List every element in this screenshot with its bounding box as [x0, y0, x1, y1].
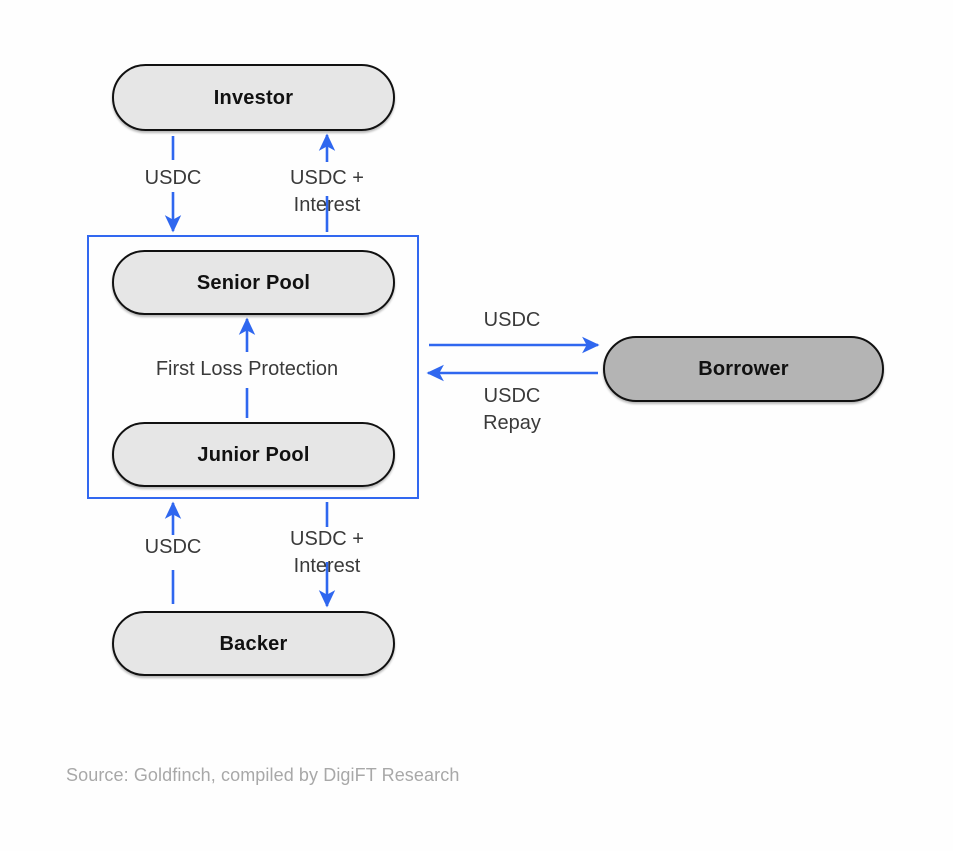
- node-backer-label: Backer: [219, 632, 288, 655]
- edge-label-backer-deposit: USDC: [144, 536, 202, 558]
- node-borrower-label: Borrower: [698, 358, 789, 380]
- node-investor-label: Investor: [213, 86, 294, 109]
- node-senior-pool-label: Senior Pool: [196, 271, 311, 294]
- edge-label-investor-deposit: USDC: [144, 167, 202, 189]
- source-note: Source: Goldfinch, compiled by DigiFT Re…: [66, 765, 460, 785]
- edge-label-backer-return: USDC + Interest: [290, 528, 364, 577]
- node-investor[interactable]: Investor: [112, 64, 395, 131]
- node-senior-pool[interactable]: Senior Pool: [112, 250, 395, 315]
- node-backer[interactable]: Backer: [112, 611, 395, 676]
- edge-label-first-loss-protection: First Loss Protection: [155, 358, 339, 380]
- node-junior-pool-label: Junior Pool: [197, 443, 310, 466]
- node-borrower[interactable]: Borrower: [603, 336, 884, 402]
- node-junior-pool[interactable]: Junior Pool: [112, 422, 395, 487]
- edge-label-borrower-draw: USDC: [483, 309, 541, 331]
- pool-tranche-container: [87, 235, 419, 499]
- edge-label-borrower-repay: USDC Repay: [483, 385, 541, 434]
- edge-label-investor-return: USDC + Interest: [290, 167, 364, 216]
